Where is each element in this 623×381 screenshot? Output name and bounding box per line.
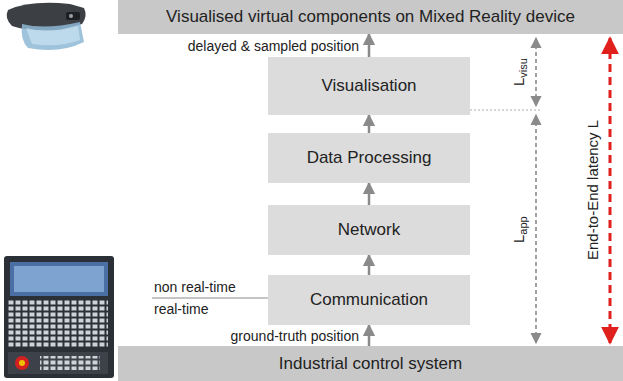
- process-box: Visualisation: [268, 57, 470, 115]
- flow-arrow: [368, 34, 371, 57]
- control-band: Industrial control system: [118, 346, 623, 381]
- latency-label: Lvisu: [510, 58, 529, 86]
- mode-label: non real-time: [154, 279, 236, 295]
- flow-arrow: [368, 255, 371, 275]
- latency-label: Lapp: [510, 216, 529, 243]
- flow-arrow: [368, 325, 371, 346]
- flow-arrow: [368, 183, 371, 205]
- mixed-reality-headset: [7, 3, 86, 50]
- process-box: Data Processing: [268, 133, 470, 183]
- node-text: Communication: [310, 290, 428, 310]
- process-box: Network: [268, 205, 470, 255]
- latency-bracket: [609, 38, 612, 343]
- node-text: Network: [338, 220, 400, 240]
- flow-arrow: [368, 115, 371, 133]
- node-text: Visualised virtual components on Mixed R…: [166, 7, 575, 27]
- node-text: Data Processing: [307, 148, 432, 168]
- latency-label: End-to-End latency L: [584, 120, 601, 260]
- control-panel: [4, 256, 114, 378]
- guide-line: [470, 110, 540, 111]
- latency-bracket: [535, 38, 537, 106]
- node-text: Industrial control system: [279, 354, 462, 374]
- device-band: Visualised virtual components on Mixed R…: [118, 0, 623, 34]
- node-text: Visualisation: [321, 76, 416, 96]
- process-box: Communication: [268, 275, 470, 325]
- edge-label: delayed & sampled position: [188, 38, 359, 54]
- mode-label: real-time: [154, 301, 208, 317]
- divider-line: [152, 298, 268, 299]
- latency-bracket: [535, 115, 537, 343]
- latency-subscript: visu: [517, 58, 529, 78]
- latency-title: End-to-End latency L: [584, 120, 601, 260]
- latency-symbol: L: [510, 234, 527, 242]
- latency-subscript: app: [517, 216, 529, 234]
- edge-label: ground-truth position: [231, 328, 359, 344]
- latency-symbol: L: [510, 78, 527, 86]
